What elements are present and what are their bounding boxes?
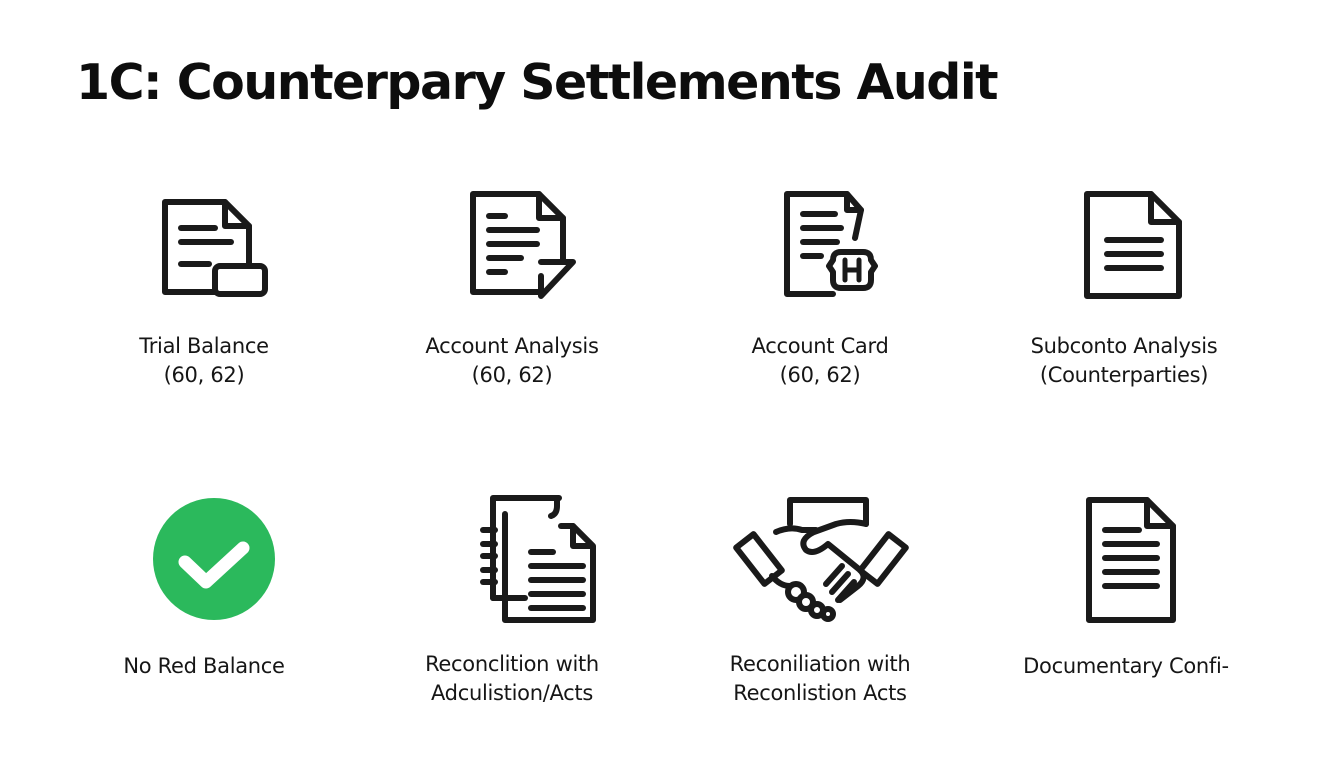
item-label: No Red Balance	[123, 654, 285, 678]
document-icon	[1059, 180, 1189, 310]
item-label: Account Analysis(60, 62)	[425, 334, 599, 387]
green-checkmark-icon	[139, 494, 275, 624]
item-account-analysis: Account Analysis(60, 62)	[372, 180, 652, 390]
document-with-arrow-icon	[447, 180, 577, 310]
document-lines-icon	[1061, 494, 1191, 624]
page-title: 1C: Counterpary Settlements Audit	[76, 54, 999, 111]
document-with-h-badge-icon	[755, 180, 885, 310]
handshake-icon	[733, 494, 909, 624]
item-no-red-balance: No Red Balance	[64, 494, 344, 681]
item-label: Account Card(60, 62)	[751, 334, 889, 387]
item-subconto-analysis: Subconto Analysis(Counterparties)	[984, 180, 1264, 390]
document-with-tab-icon	[139, 180, 269, 310]
item-label: Trial Balance(60, 62)	[139, 334, 269, 387]
item-label: Documentary Confi-	[1023, 654, 1229, 678]
item-trial-balance: Trial Balance(60, 62)	[64, 180, 344, 390]
two-documents-icon	[447, 494, 596, 624]
item-account-card: Account Card(60, 62)	[680, 180, 960, 390]
item-documentary-confirmation: Documentary Confi-	[986, 494, 1266, 681]
item-label: Subconto Analysis(Counterparties)	[1030, 334, 1218, 387]
